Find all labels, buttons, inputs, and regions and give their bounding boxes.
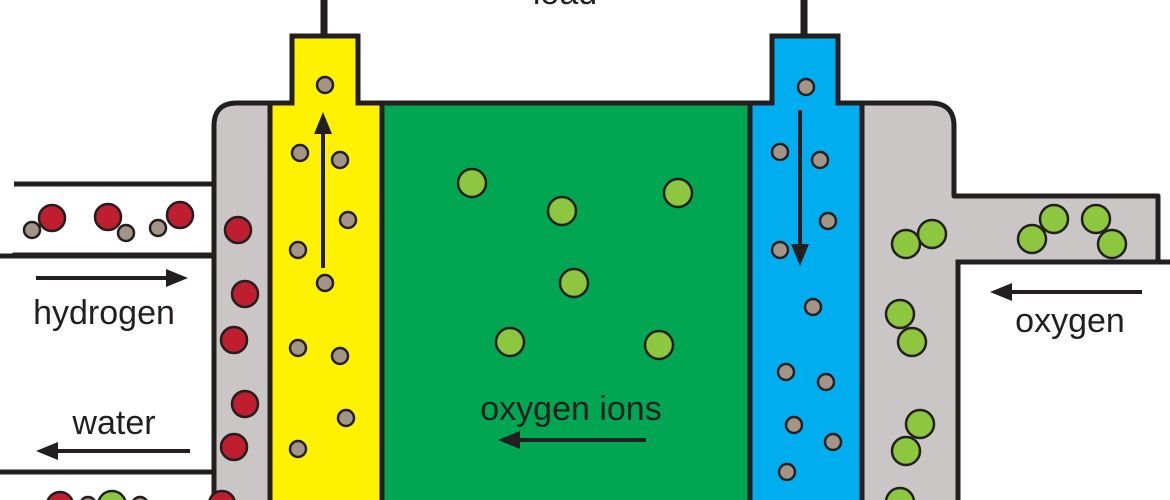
hydrogen-particle <box>219 432 249 462</box>
electron-particle <box>338 210 358 230</box>
hydrogen-flow-arrow <box>36 269 188 287</box>
cathode-electron-arrow <box>791 110 809 266</box>
particles <box>22 75 1128 500</box>
oxygen-particle <box>97 489 127 500</box>
hydrogen-particle <box>230 279 260 309</box>
electron-particle <box>810 150 830 170</box>
electron-particle <box>803 297 823 317</box>
oxygen-particle <box>1016 223 1048 255</box>
right-gap-outline <box>955 259 1170 500</box>
oxygen-particle <box>904 408 936 440</box>
electron-particle <box>288 240 308 260</box>
electron-particle <box>770 142 790 162</box>
electron-particle <box>816 372 836 392</box>
hydrogen-particle <box>219 325 249 355</box>
oxygen-particle <box>890 228 922 260</box>
right-gap <box>960 264 1170 500</box>
load-label: load <box>533 0 597 12</box>
anode-electron-arrow <box>314 112 332 268</box>
oxygen-particle <box>662 177 694 209</box>
oxygen-particle <box>1096 228 1128 260</box>
electron-particle <box>823 432 843 452</box>
electron-particle <box>776 362 796 382</box>
electron-particle <box>290 143 310 163</box>
electron-particle <box>770 240 790 260</box>
oxygen-ions-label: oxygen ions <box>480 390 661 428</box>
anode-layer <box>267 33 385 500</box>
electron-particle <box>148 218 168 238</box>
oxygen-particle <box>916 218 948 250</box>
oxygen-particle <box>884 486 916 500</box>
oxygen-flow-arrow <box>990 283 1142 301</box>
water-flow-arrow <box>36 442 190 460</box>
oxygen-particle <box>896 326 928 358</box>
electron-particle <box>315 75 335 95</box>
electrolyte-layer <box>379 100 753 500</box>
electron-particle <box>336 408 356 428</box>
hydrogen-particle <box>208 489 236 500</box>
electron-particle <box>116 223 136 243</box>
water-label: water <box>71 404 155 442</box>
hydrogen-label: hydrogen <box>33 294 175 332</box>
electron-particle <box>818 211 838 231</box>
oxygen-particle <box>456 167 488 199</box>
electron-particle <box>288 338 308 358</box>
oxygen-particle <box>1080 203 1112 235</box>
electron-particle <box>132 495 148 500</box>
hydrogen-particle <box>165 200 195 230</box>
electron-particle <box>330 150 350 170</box>
oxygen-label: oxygen <box>1015 302 1125 340</box>
oxygen-particle <box>546 195 578 227</box>
electron-particle <box>784 415 804 435</box>
hydrogen-particle <box>223 215 253 245</box>
electron-particle <box>80 495 96 500</box>
oxygen-particle <box>884 298 916 330</box>
cathode-layer <box>747 33 865 500</box>
left-gap <box>0 258 214 470</box>
electron-particle <box>330 346 350 366</box>
electron-particle <box>288 439 308 459</box>
electron-particle <box>796 77 816 97</box>
oxygen-particle <box>1038 203 1070 235</box>
oxygen-particle <box>890 435 922 467</box>
left-gap-outline <box>0 253 217 475</box>
electron-particle <box>777 462 797 482</box>
electron-particle <box>315 273 335 293</box>
oxygen-particle <box>643 329 675 361</box>
hydrogen-particle <box>93 202 123 232</box>
hydrogen-particle <box>230 389 260 419</box>
oxygen-ions-flow-arrow <box>498 431 646 449</box>
hydrogen-particle <box>37 203 67 233</box>
hydrogen-particle <box>46 490 74 500</box>
oxygen-particle <box>558 267 590 299</box>
oxygen-particle <box>494 326 526 358</box>
electron-particle <box>22 220 42 240</box>
